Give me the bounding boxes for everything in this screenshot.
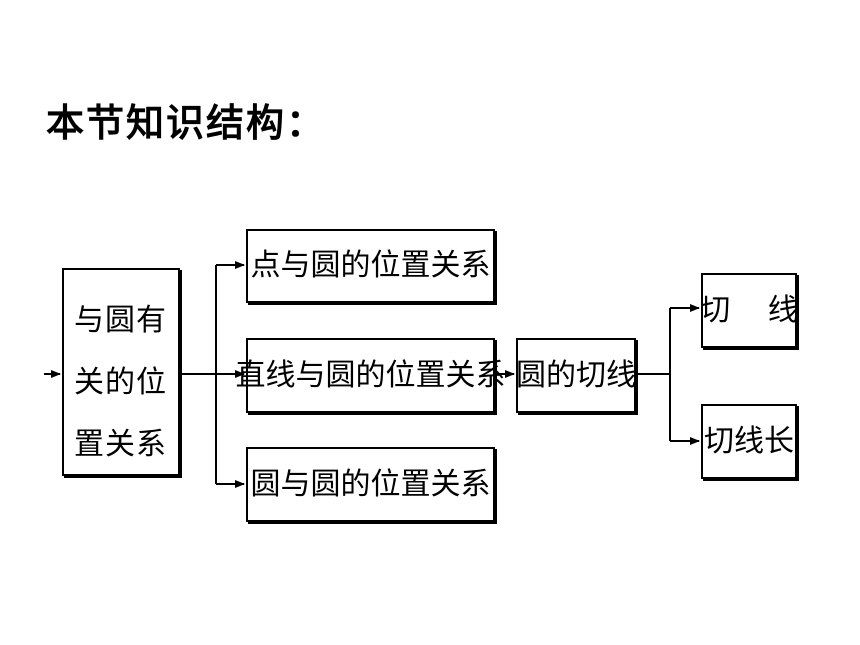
node-tangent-length-label: 切线长 — [704, 423, 794, 459]
node-root: 与圆有关的位置关系 — [62, 268, 180, 476]
node-point-circle-label: 点与圆的位置关系 — [250, 248, 491, 283]
node-tangent-label: 圆的切线 — [516, 357, 636, 393]
node-tangent-length: 切线长 — [701, 404, 797, 479]
node-tangent: 圆的切线 — [516, 338, 636, 413]
node-root-label: 与圆有关的位置关系 — [74, 303, 167, 462]
node-line-circle-label: 直线与圆的位置关系 — [235, 357, 506, 393]
node-tangent-line: 切 线 — [700, 273, 798, 348]
node-circle-circle-label: 圆与圆的位置关系 — [250, 466, 491, 502]
node-point-circle: 点与圆的位置关系 — [246, 229, 495, 303]
page-title: 本节知识结构： — [46, 101, 327, 145]
node-circle-circle: 圆与圆的位置关系 — [246, 447, 495, 522]
node-tangent-line-label: 切 线 — [700, 292, 812, 328]
node-line-circle: 直线与圆的位置关系 — [236, 338, 506, 413]
